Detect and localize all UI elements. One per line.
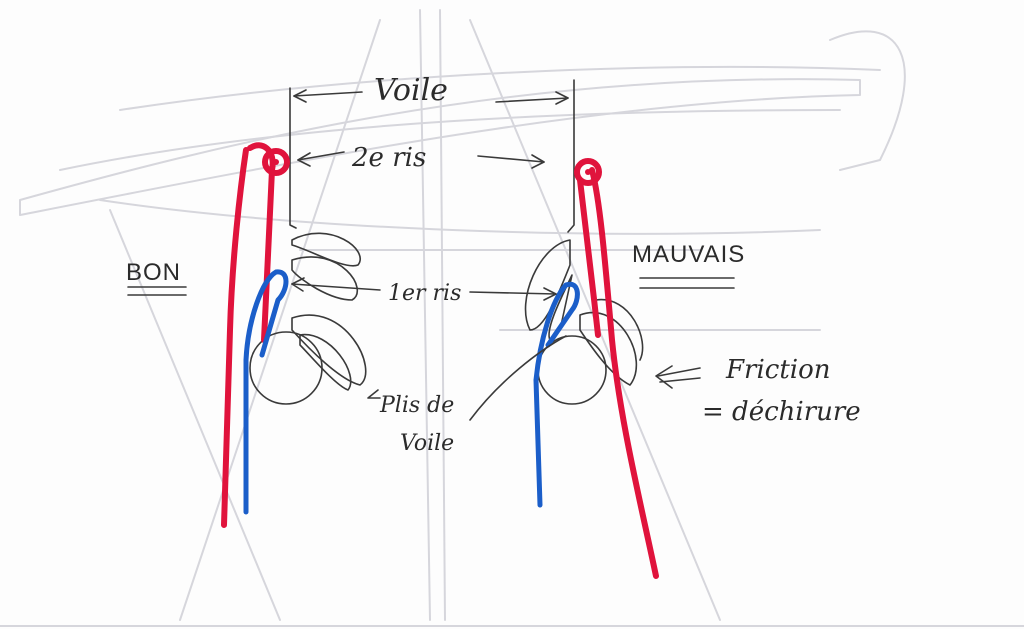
sail-fold — [291, 314, 367, 386]
plis-arrow-right — [469, 335, 567, 421]
sail-fold — [291, 232, 361, 267]
background-boat-sketch — [0, 9, 1024, 627]
label-ris1: 1er ris — [388, 281, 461, 306]
sail-fold — [524, 239, 571, 331]
label-bon: BON — [126, 259, 181, 286]
plis-arrow-left — [367, 389, 381, 399]
diagram-mauvais: MAUVAIS — [524, 79, 745, 579]
label-friction-line1: Friction — [725, 355, 831, 385]
sail-edge-left — [289, 87, 297, 229]
label-plis-line2: Voile — [400, 431, 454, 456]
red-line-right-inner — [577, 177, 601, 338]
label-ris2: 2e ris — [351, 143, 426, 173]
red-cringle-right-center — [585, 169, 591, 175]
label-friction-line2: = déchirure — [702, 397, 861, 427]
label-plis-line1: Plis de — [379, 393, 454, 418]
red-cringle-left-center — [273, 159, 279, 165]
ris1-arrow-right — [469, 291, 557, 295]
red-line-right-outer — [589, 167, 659, 579]
blue-line-left — [243, 269, 289, 515]
sail-fold — [299, 334, 352, 391]
annotations: Voile 2e ris 1er ris Plis de Voile Frict… — [291, 73, 861, 456]
ris2-arrow-right — [477, 155, 545, 163]
label-mauvais: MAUVAIS — [632, 241, 745, 268]
friction-arrow — [657, 367, 701, 383]
ris2-arrow-left — [297, 151, 345, 161]
red-cringle-left — [262, 148, 290, 176]
label-voile: Voile — [374, 73, 448, 108]
ris1-arrow-left — [291, 283, 381, 291]
red-line-left-outer — [221, 147, 249, 528]
sail-edge-right — [567, 79, 575, 233]
blue-line-right — [533, 281, 580, 508]
voile-arrow-right — [495, 97, 569, 103]
boom-left — [249, 331, 323, 405]
diagram-bon: BON — [126, 87, 367, 528]
red-cringle-right — [574, 158, 602, 186]
voile-arrow-left — [293, 91, 363, 97]
